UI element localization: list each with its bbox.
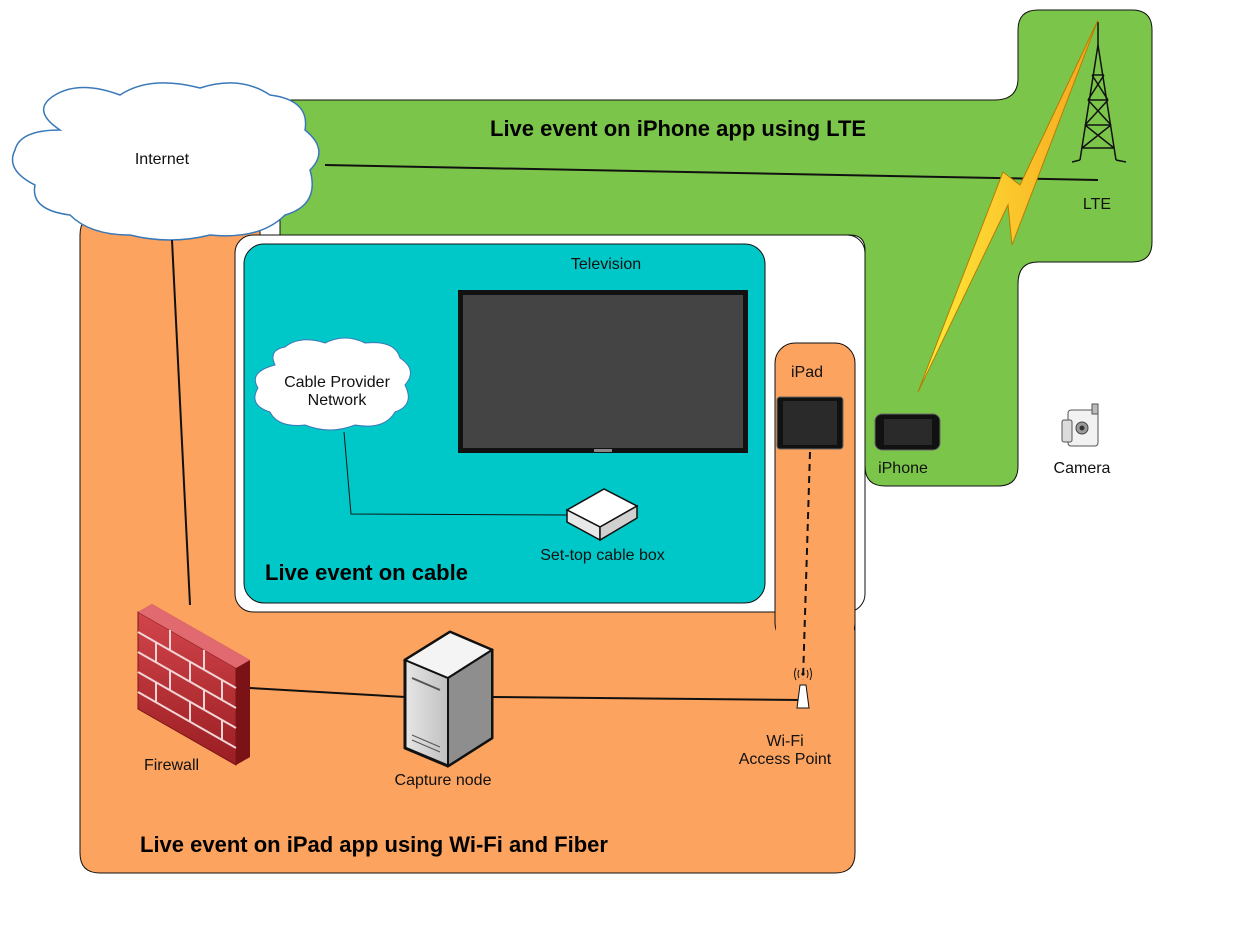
television-label: Television — [570, 256, 642, 273]
cable-network-label: Cable Provider Network — [284, 374, 390, 409]
cable-network-cloud — [254, 337, 411, 431]
capture-node-server-icon — [402, 630, 495, 768]
capture-node-label: Capture node — [394, 772, 492, 789]
iphone-label: iPhone — [878, 460, 928, 477]
internet-lte-link — [324, 164, 1099, 181]
internet-firewall-link — [171, 239, 191, 606]
set-top-box-icon — [565, 488, 639, 542]
wifi-access-point-label: Wi-Fi Access Point — [738, 733, 832, 768]
lte-tower-icon — [1071, 22, 1127, 163]
television-icon — [458, 290, 748, 453]
cable-region-title: Live event on cable — [265, 560, 468, 585]
ipad-label: iPad — [790, 364, 824, 381]
ipad-ap-wireless-link — [802, 451, 811, 681]
internet-label: Internet — [134, 151, 190, 168]
set-top-box-label: Set-top cable box — [540, 547, 665, 564]
firewall-label: Firewall — [143, 757, 200, 774]
iphone-icon — [874, 413, 941, 451]
firewall-capture-link — [249, 687, 406, 698]
wifi-region-title: Live event on iPad app using Wi-Fi and F… — [140, 832, 608, 857]
cable-network-settop-link — [343, 431, 569, 516]
camera-label: Camera — [1053, 460, 1111, 477]
camera-icon — [1061, 403, 1099, 447]
internet-cloud — [11, 82, 320, 241]
firewall-icon — [137, 604, 250, 766]
ipad-icon — [776, 396, 844, 450]
lte-label: LTE — [1082, 196, 1112, 213]
wireless-bolt-icon — [917, 19, 1099, 393]
wifi-access-point-icon — [794, 667, 812, 709]
capture-ap-link — [491, 696, 801, 701]
lte-region-title: Live event on iPhone app using LTE — [490, 116, 867, 141]
